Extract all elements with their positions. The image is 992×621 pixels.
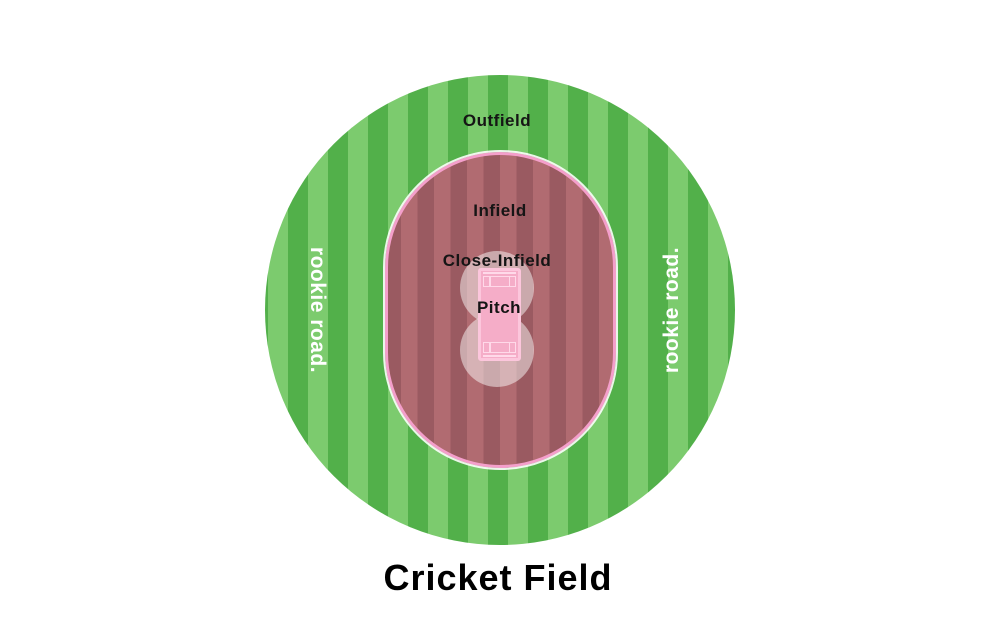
watermark-left: rookie road.	[306, 246, 329, 374]
crease-marking-top	[483, 272, 516, 290]
popping-crease-line	[483, 272, 516, 274]
close-infield-label: Close-Infield	[442, 251, 552, 270]
return-crease-line	[508, 343, 510, 352]
popping-crease-line	[483, 355, 516, 357]
outfield-label: Outfield	[462, 111, 532, 130]
crease-marking-bottom	[483, 339, 516, 357]
infield-label: Infield	[473, 201, 527, 220]
page-title: Cricket Field	[383, 557, 613, 598]
pitch-rect	[478, 268, 521, 361]
outfield-circle: rookie road. rookie road. Outfield Infie…	[265, 75, 735, 545]
crease-box	[483, 276, 516, 287]
return-crease-line	[489, 277, 491, 286]
crease-box	[483, 342, 516, 353]
watermark-right: rookie road.	[660, 246, 683, 374]
return-crease-line	[489, 343, 491, 352]
pitch-label: Pitch	[476, 298, 522, 317]
return-crease-line	[508, 277, 510, 286]
